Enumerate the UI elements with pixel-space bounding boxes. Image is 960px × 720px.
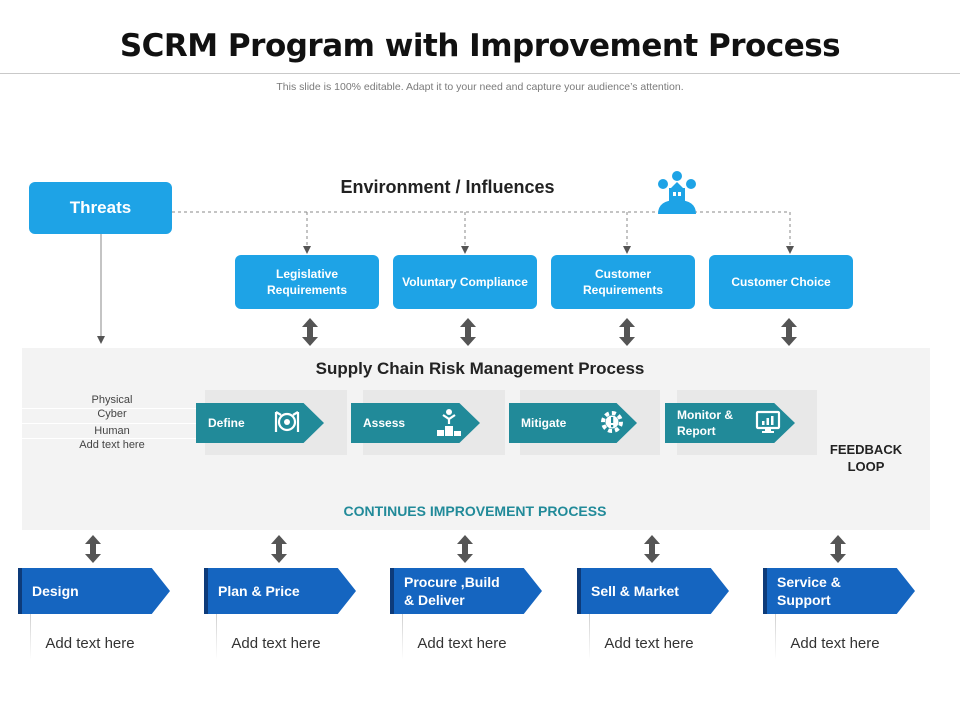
double-arrow-icon bbox=[85, 535, 101, 563]
double-arrow-icon bbox=[619, 318, 635, 346]
phase-accent bbox=[390, 568, 394, 614]
environment-title: Environment / Influences bbox=[340, 177, 555, 197]
category-cyber: Cyber bbox=[97, 408, 127, 420]
phase-plan-price: Plan & Price bbox=[204, 568, 356, 614]
influence-customer-requirements: Customer Requirements bbox=[551, 255, 695, 309]
influence-legislative-requirements: Legislative Requirements bbox=[235, 255, 379, 309]
phase-divider bbox=[216, 614, 217, 660]
phase-divider bbox=[589, 614, 590, 660]
phase-accent bbox=[204, 568, 208, 614]
double-arrow-icon bbox=[460, 318, 476, 346]
phase-plan-price-text: Add text here bbox=[231, 635, 321, 652]
phase-divider bbox=[402, 614, 403, 660]
phase-accent bbox=[18, 568, 22, 614]
phase-divider bbox=[30, 614, 31, 660]
phase-sell-market: Sell & Market bbox=[577, 568, 729, 614]
stakeholders-icon bbox=[658, 171, 696, 214]
page-title: SCRM Program with Improvement Process bbox=[119, 28, 841, 64]
phase-service-support: Service & Support bbox=[763, 568, 915, 614]
threats-box: Threats bbox=[29, 182, 172, 234]
phase-divider bbox=[775, 614, 776, 660]
double-arrow-icon bbox=[781, 318, 797, 346]
double-arrow-icon bbox=[271, 535, 287, 563]
influence-voluntary-compliance: Voluntary Compliance bbox=[393, 255, 537, 309]
phase-design-text: Add text here bbox=[45, 635, 135, 652]
step-define: Define bbox=[196, 403, 324, 443]
phase-accent bbox=[577, 568, 581, 614]
step-assess: Assess bbox=[351, 403, 480, 443]
title-divider bbox=[0, 73, 960, 74]
phase-service-support-text: Add text here bbox=[790, 635, 880, 652]
step-monitor-report: Monitor & Report bbox=[665, 403, 795, 443]
double-arrow-icon bbox=[457, 535, 473, 563]
double-arrow-icon bbox=[830, 535, 846, 563]
category-divider bbox=[22, 423, 197, 424]
double-arrow-icon bbox=[644, 535, 660, 563]
feedback-loop-label: FEEDBACK LOOP bbox=[829, 442, 903, 474]
step-mitigate: Mitigate bbox=[509, 403, 637, 443]
phase-procure-build-deliver: Procure ,Build & Deliver bbox=[390, 568, 542, 614]
continues-improvement-label: CONTINUES IMPROVEMENT PROCESS bbox=[343, 503, 607, 519]
monitor-chart-icon bbox=[755, 410, 781, 433]
category-add-text: Add text here bbox=[79, 439, 145, 451]
podium-icon bbox=[437, 409, 461, 436]
double-arrow-icon bbox=[302, 318, 318, 346]
phase-procure-text: Add text here bbox=[417, 635, 507, 652]
phase-sell-market-text: Add text here bbox=[604, 635, 694, 652]
gear-icon bbox=[601, 411, 623, 433]
category-divider bbox=[22, 438, 197, 439]
scrm-title: Supply Chain Risk Management Process bbox=[315, 359, 645, 378]
target-icon bbox=[274, 411, 300, 432]
phase-design: Design bbox=[18, 568, 170, 614]
influence-customer-choice: Customer Choice bbox=[709, 255, 853, 309]
phase-accent bbox=[763, 568, 767, 614]
page-subtitle: This slide is 100% editable. Adapt it to… bbox=[276, 81, 684, 93]
category-human: Human bbox=[94, 425, 130, 437]
category-divider bbox=[22, 408, 197, 409]
category-physical: Physical bbox=[91, 394, 133, 406]
